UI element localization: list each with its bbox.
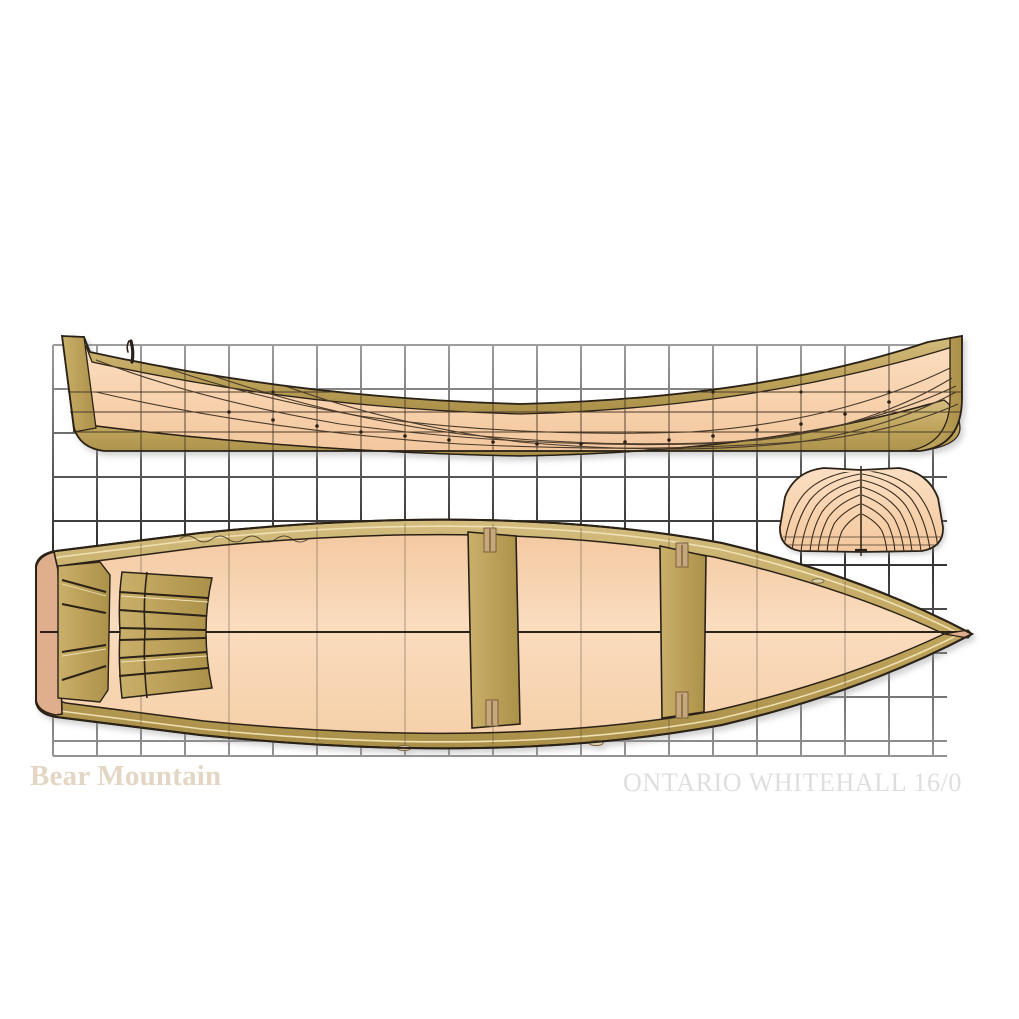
model-name-label: ONTARIO WHITEHALL 16/0 [623, 768, 962, 797]
thwart-forward [467, 527, 521, 729]
oarlock-pin-icon [126, 339, 135, 364]
body-plan-view [779, 466, 944, 556]
plan-view [35, 518, 975, 751]
stern-seat-slats [57, 561, 111, 703]
plan-hull-outline [35, 518, 975, 750]
stern-seat-fan [118, 571, 213, 699]
profile-view [60, 334, 963, 457]
body-plan-sections [782, 470, 944, 552]
profile-hull-outline [60, 334, 963, 452]
profile-hull-body [62, 336, 962, 451]
thwart-aft [659, 542, 707, 719]
brand-label: Bear Mountain [30, 760, 222, 792]
gunwale-scallop-detail [179, 535, 309, 543]
